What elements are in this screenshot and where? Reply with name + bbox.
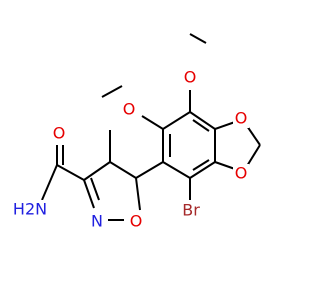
bond-ring-6 [162,111,191,130]
bond-c3-n [83,179,95,209]
bond-dioxole-1 [214,121,236,130]
atom-o-amide: O [53,124,66,143]
atom-n-ring: N [91,212,103,231]
bond-c5-c4 [109,161,137,179]
bond-ring-inner-1 [192,119,210,132]
atom-o-isoxazoline: O [130,212,143,231]
atom-br: Br [182,201,200,220]
bond-aryl-c5 [135,161,164,179]
atom-o-dioxole-lower: O [235,164,248,183]
chemical-structure-diagram: O O O O O O N H2N Br [13,33,261,231]
atom-o-dioxole-upper: O [235,109,248,128]
bond-dioxole-3 [246,125,261,146]
bond-c3-camide [56,164,85,181]
bond-dioxole-2 [214,161,236,170]
bond-ring-3 [189,161,216,179]
bond-methyl-left [101,85,123,98]
bond-methyl-top [189,33,207,44]
bond-c3-n-double [90,177,100,201]
atom-o-methoxy-top: O [184,68,197,87]
bond-ring-inner-2 [192,159,210,171]
bonds [41,33,261,221]
bond-ring-4 [162,161,191,179]
bond-camide-n [41,164,58,201]
atom-o-methoxy-left: O [123,100,136,119]
atom-n-amide: H2N [13,200,47,219]
bond-c4-c3 [83,161,111,181]
bond-o-c5 [135,177,141,211]
bond-dioxole-4 [246,144,261,167]
atom-labels: O O O O O O N H2N Br [13,68,249,231]
bond-ring-1 [189,111,216,130]
bond-oleft-ring [141,115,164,130]
